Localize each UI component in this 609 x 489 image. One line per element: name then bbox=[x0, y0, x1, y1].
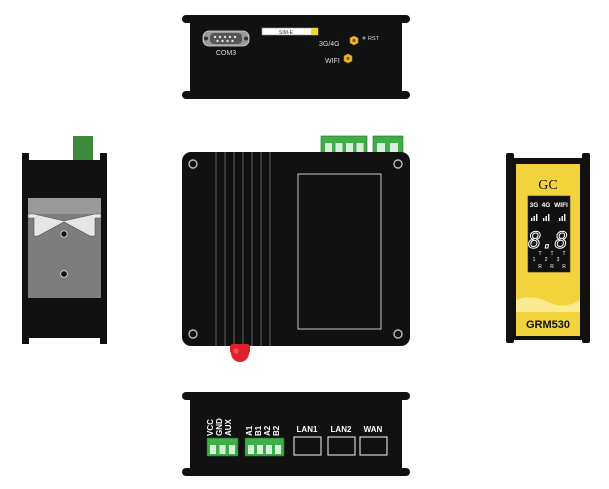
t2-label: T bbox=[550, 251, 553, 257]
lan1-port[interactable] bbox=[293, 436, 322, 456]
ind-3g-label: 3G bbox=[530, 202, 539, 209]
bottom-terminal-block-4[interactable] bbox=[244, 437, 285, 457]
ind-wifi-label: WIFI bbox=[554, 202, 568, 209]
bottom-rail-lower bbox=[182, 468, 410, 476]
top-panel-view: COM3 SIM-E 3G/4G RST WIFI bbox=[182, 15, 410, 99]
rst-label: RST bbox=[368, 36, 380, 42]
bottom-panel-body bbox=[190, 399, 402, 469]
wifi-label: WIFI bbox=[325, 58, 340, 65]
front-panel-view: GC 3G 4G WIFI 8.8 T T T 1 2 3 R R R GRM5… bbox=[506, 153, 590, 343]
t3-label: T bbox=[562, 251, 565, 257]
label-window bbox=[297, 173, 382, 330]
lan1-label: LAN1 bbox=[297, 425, 318, 434]
sim-slot[interactable]: SIM-E bbox=[261, 27, 319, 36]
heatsink-fins bbox=[215, 152, 271, 346]
din-bracket bbox=[28, 198, 101, 298]
ind-4g-label: 4G bbox=[542, 202, 551, 209]
terminal-label-b1: B1 bbox=[254, 425, 263, 436]
n2-label: 2 bbox=[545, 257, 548, 263]
n1-label: 1 bbox=[533, 257, 536, 263]
corner-screws bbox=[188, 159, 403, 339]
bottom-panel-view: VCC GND AUX A1 B1 A2 B2 LAN1 LAN2 bbox=[182, 392, 410, 476]
din-clip bbox=[27, 213, 102, 237]
bottom-rail-upper bbox=[182, 392, 410, 400]
wan-port[interactable] bbox=[359, 436, 388, 456]
sim-label: SIM-E bbox=[279, 30, 294, 36]
wan-label: WAN bbox=[364, 425, 383, 434]
bottom-terminal-block-3[interactable] bbox=[206, 437, 239, 457]
terminal-labels-right: A1 B1 A2 B2 bbox=[245, 425, 281, 436]
left-side-view bbox=[22, 136, 107, 344]
antenna-3g4g-connector[interactable] bbox=[349, 35, 359, 46]
lan2-label: LAN2 bbox=[331, 425, 352, 434]
front-model: GRM530 bbox=[526, 319, 570, 331]
top-terminal-block-4[interactable] bbox=[320, 135, 368, 155]
front-display bbox=[527, 195, 571, 273]
side-terminal-block bbox=[73, 136, 93, 160]
seven-segment-display: 8.8 bbox=[528, 229, 569, 255]
seven-seg-digits: 8.8 bbox=[528, 229, 568, 254]
top-terminal-block-2[interactable] bbox=[372, 135, 404, 155]
rst-button[interactable] bbox=[362, 36, 366, 40]
r2-label: R bbox=[550, 264, 554, 270]
tr-indicators: T T T 1 2 3 R R R bbox=[533, 251, 567, 270]
lan2-port[interactable] bbox=[327, 436, 356, 456]
left-side-rail-outer bbox=[22, 153, 29, 344]
top-rail-upper bbox=[182, 15, 410, 23]
antenna-wifi-connector[interactable] bbox=[343, 53, 353, 64]
top-rail-lower bbox=[182, 91, 410, 99]
front-brand: GC bbox=[538, 178, 557, 193]
main-top-view bbox=[182, 135, 410, 362]
terminal-label-b2: B2 bbox=[272, 425, 281, 436]
terminal-label-a1: A1 bbox=[245, 425, 254, 436]
left-side-rail-inner bbox=[100, 153, 107, 344]
com3-connector bbox=[202, 30, 250, 47]
signal-bars-icon bbox=[531, 214, 566, 221]
n3-label: 3 bbox=[557, 257, 560, 263]
terminal-label-gnd: GND bbox=[215, 418, 224, 436]
ant-3g4g-label: 3G/4G bbox=[319, 41, 340, 48]
terminal-label-a2: A2 bbox=[263, 425, 272, 436]
bracket-screw-lower bbox=[60, 270, 68, 278]
bracket-screw-upper bbox=[60, 230, 68, 238]
t1-label: T bbox=[538, 251, 541, 257]
din-bracket-top bbox=[28, 198, 101, 214]
din-release-knob[interactable] bbox=[230, 344, 250, 362]
terminal-labels-left: VCC GND AUX bbox=[206, 418, 233, 436]
r3-label: R bbox=[562, 264, 566, 270]
r1-label: R bbox=[538, 264, 542, 270]
front-label-wave bbox=[516, 297, 580, 312]
terminal-label-vcc: VCC bbox=[206, 419, 215, 436]
com3-label: COM3 bbox=[216, 50, 236, 57]
terminal-label-aux: AUX bbox=[224, 418, 233, 436]
